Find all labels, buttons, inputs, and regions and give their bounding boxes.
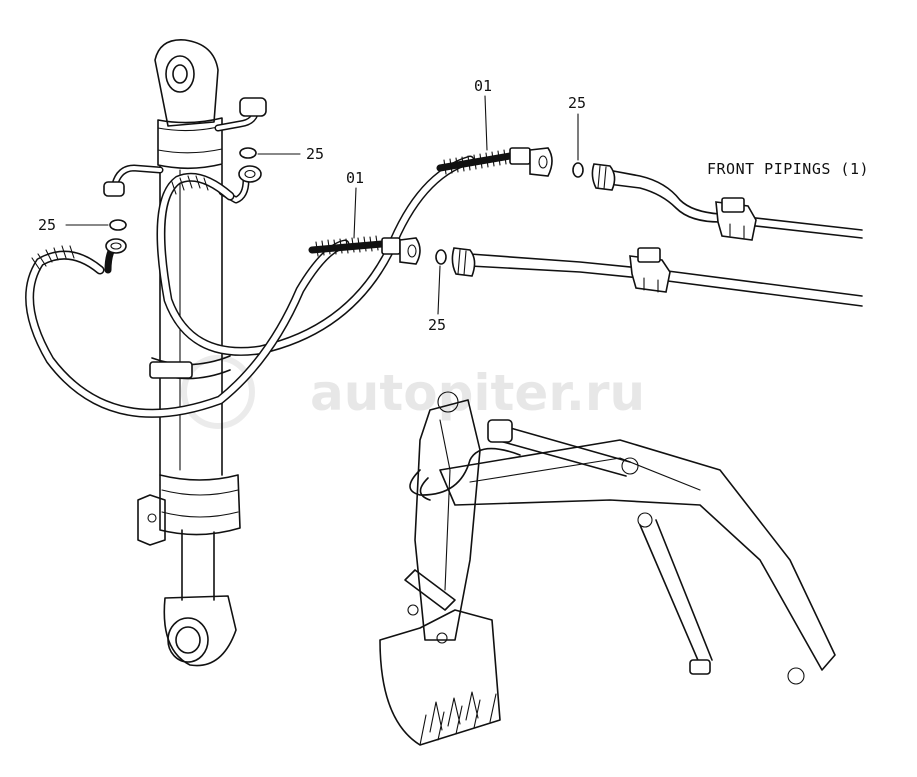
o-ring-lower [435,249,447,265]
watermark: autopiter.ru [181,355,645,429]
hose-lower-end-fitting [381,237,421,265]
steel-pipes [451,163,863,307]
watermark-text: autopiter.ru [310,364,645,422]
hose-upper-ribs [436,149,514,175]
label-hose-lower: 01 [346,169,364,187]
label-oring-top: 25 [568,94,586,112]
label-hose-upper: 01 [474,77,492,95]
labels: FRONT PIPINGS (1) 01 01 25 25 25 25 [38,77,869,334]
o-ring-left [109,219,127,231]
leader-oring-lower [437,265,441,315]
hose-left-ribs [31,175,209,271]
label-oring-lower: 25 [428,316,446,334]
leader-hose-upper [484,95,488,151]
excavator-front-view [379,391,836,746]
hoses [25,147,553,418]
o-ring-cylinder [239,147,257,159]
hose-upper-end-fitting [509,147,553,177]
label-oring-left: 25 [38,216,56,234]
diagram-title: FRONT PIPINGS (1) [707,160,869,178]
o-ring-top [572,162,584,178]
leader-hose-lower [353,187,357,239]
o-rings [109,147,584,265]
cylinder-fittings [103,97,267,274]
label-oring-cylinder: 25 [306,145,324,163]
hose-lower-ribs [308,235,386,257]
